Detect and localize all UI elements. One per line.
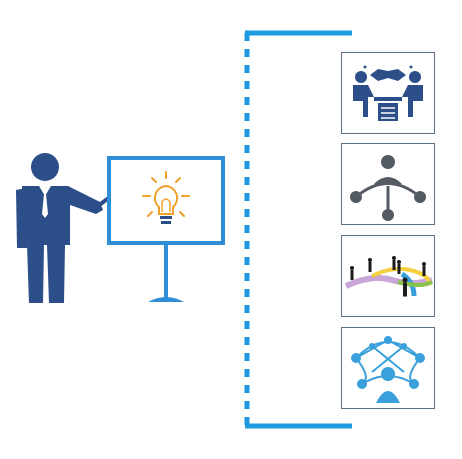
people-on-paths-icon (344, 256, 434, 297)
tile-network-person (341, 143, 435, 225)
person-global-network-icon (351, 336, 425, 403)
lightbulb-icon (142, 171, 190, 224)
tile-global-network (341, 327, 435, 409)
business-meeting-handshake-icon (353, 65, 423, 121)
central-person-network-icon (350, 155, 426, 221)
tile-meeting (341, 52, 435, 134)
tile-people-paths (341, 235, 435, 317)
